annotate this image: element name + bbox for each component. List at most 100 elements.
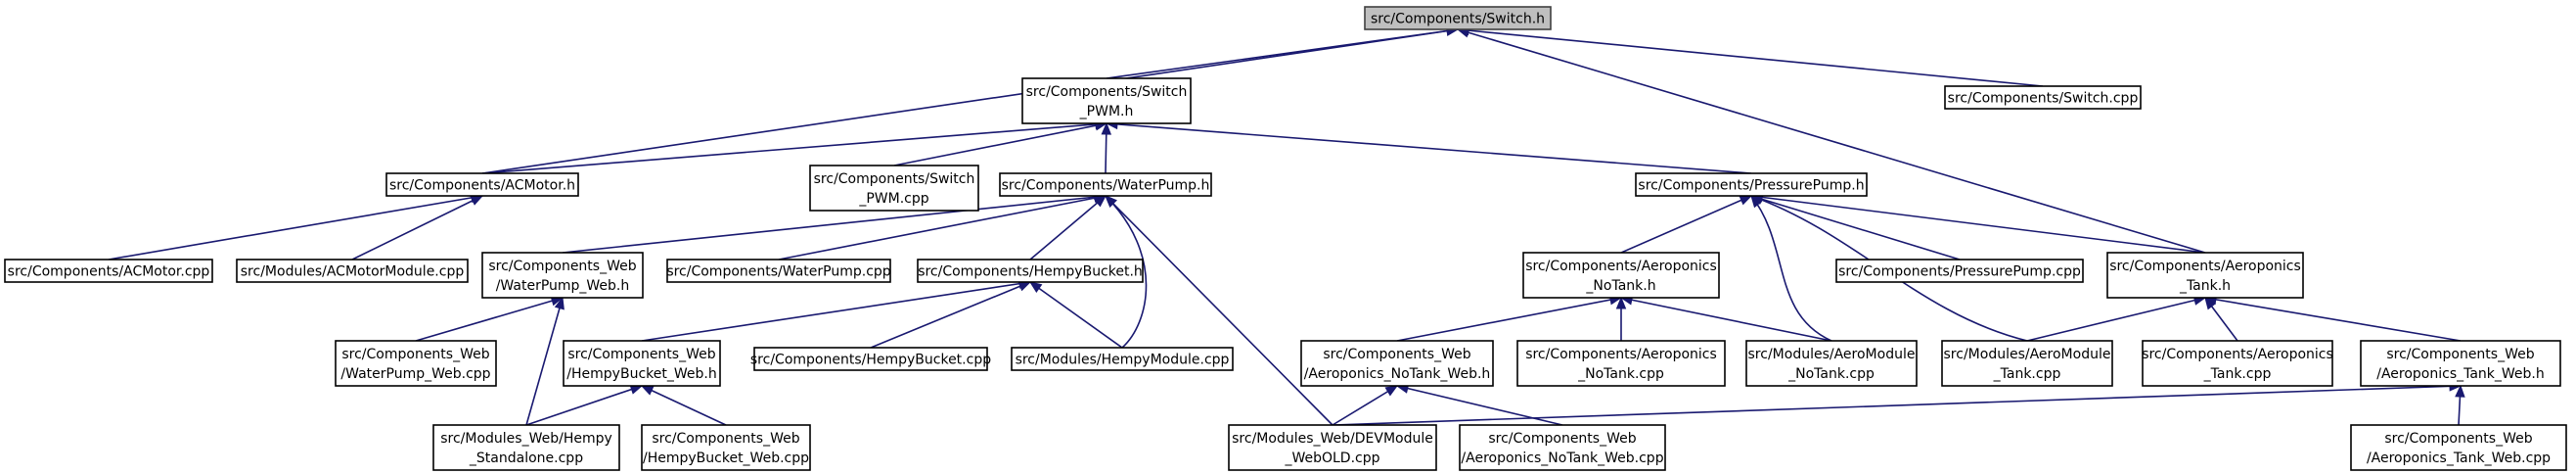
node-label-line: src/Components_Web xyxy=(488,259,636,274)
node-hempybucket-cpp[interactable]: src/Components/HempyBucket.cpp xyxy=(750,347,991,371)
node-label-line: /WaterPump_Web.h xyxy=(496,278,630,294)
edge-waterpump-web-cpp-to-waterpump-web-h xyxy=(415,297,564,342)
edge-aero-notank-web-h-to-aero-notank-h xyxy=(1396,297,1622,342)
node-box xyxy=(999,172,1212,197)
node-switch-h[interactable]: src/Components/Switch.h xyxy=(1364,6,1552,30)
node-waterpump-cpp[interactable]: src/Components/WaterPump.cpp xyxy=(666,259,891,283)
node-label-line: _Tank.h xyxy=(2179,278,2231,294)
edge-hempybucket-web-cpp-to-hempybucket-web-h-arrowhead xyxy=(640,385,655,396)
edge-devmodule-webold-cpp-to-waterpump-h-arrowhead xyxy=(1105,195,1117,208)
node-acmotor-cpp[interactable]: src/Components/ACMotor.cpp xyxy=(4,259,213,283)
node-box xyxy=(1021,77,1192,124)
node-label-line: src/Components_Web xyxy=(341,347,489,362)
node-aero-tank-web-cpp[interactable]: src/Components_Web/Aeroponics_Tank_Web.c… xyxy=(2350,424,2567,471)
node-aero-notank-h[interactable]: src/Components/Aeroponics_NoTank.h xyxy=(1522,252,1720,299)
node-box xyxy=(917,259,1144,283)
node-label-line: /HempyBucket_Web.h xyxy=(566,366,716,382)
node-label-line: /Aeroponics_NoTank_Web.h xyxy=(1304,366,1491,382)
node-acmotor-h[interactable]: src/Components/ACMotor.h xyxy=(385,172,579,197)
node-label-line: _PWM.cpp xyxy=(858,191,928,207)
node-label-line: src/Modules/HempyModule.cpp xyxy=(1016,353,1230,368)
node-label-line: src/Modules/AeroModule xyxy=(1944,347,2111,362)
node-box xyxy=(1745,340,1918,387)
node-label-line: src/Modules_Web/DEVModule xyxy=(1232,431,1433,447)
node-aeromodule-tank-cpp[interactable]: src/Modules/AeroModule _Tank.cpp xyxy=(1941,340,2113,387)
edge-hempymodule-cpp-to-hempybucket-h xyxy=(1029,281,1123,349)
node-hempybucket-web-h[interactable]: src/Components_Web/HempyBucket_Web.h xyxy=(563,340,721,387)
node-acmotormodule-cpp[interactable]: src/Modules/ACMotorModule.cpp xyxy=(236,259,469,283)
node-aero-notank-web-h[interactable]: src/Components_Web/Aeroponics_NoTank_Web… xyxy=(1300,340,1494,387)
node-label-line: src/Components_Web xyxy=(652,431,799,447)
node-box xyxy=(236,259,469,283)
node-label-line: src/Components/Switch.cpp xyxy=(1948,91,2139,107)
node-label-line: _Tank.cpp xyxy=(1993,366,2061,382)
node-box xyxy=(481,252,644,299)
node-label-line: src/Components/Aeroponics xyxy=(1525,347,1717,362)
node-box xyxy=(753,347,988,371)
edge-aero-tank-h-to-pressurepump-h xyxy=(1750,195,2206,254)
node-hempymodule-cpp[interactable]: src/Modules/HempyModule.cpp xyxy=(1011,347,1234,371)
node-devmodule-webold-cpp[interactable]: src/Modules_Web/DEVModule_WebOLD.cpp xyxy=(1228,424,1437,471)
edge-aeromodule-tank-cpp-to-aero-tank-h xyxy=(2026,297,2206,342)
edge-hempy-standalone-cpp-to-waterpump-web-h xyxy=(525,297,564,426)
edge-aero-tank-web-h-to-aero-tank-h xyxy=(2204,297,2462,342)
node-label-line: src/Components/Aeroponics xyxy=(1525,259,1717,274)
edge-aero-tank-web-cpp-to-aero-tank-web-h-arrowhead xyxy=(2455,384,2465,398)
node-label-line: src/Components/Switch xyxy=(814,171,975,187)
node-label-line: /HempyBucket_Web.cpp xyxy=(643,450,809,466)
node-box xyxy=(2350,424,2567,471)
node-hempy-standalone-cpp[interactable]: src/Modules_Web/Hempy_Standalone.cpp xyxy=(432,424,620,471)
node-pressurepump-h[interactable]: src/Components/PressurePump.h xyxy=(1635,172,1868,197)
node-label-line: src/Components_Web xyxy=(1323,347,1470,362)
node-waterpump-web-h[interactable]: src/Components_Web/WaterPump_Web.h xyxy=(481,252,644,299)
node-switch-pwm-h[interactable]: src/Components/Switch _PWM.h xyxy=(1021,77,1192,124)
node-label-line: src/Components/HempyBucket.cpp xyxy=(750,353,991,368)
node-label-line: _NoTank.cpp xyxy=(1787,366,1875,382)
node-label-line: src/Modules_Web/Hempy xyxy=(440,431,612,447)
node-box xyxy=(641,424,811,471)
node-label-line: src/Components_Web xyxy=(2386,347,2534,362)
node-label-line: /Aeroponics_NoTank_Web.cpp xyxy=(1461,450,1663,466)
node-label-line: _Tank.cpp xyxy=(2203,366,2272,382)
node-pressurepump-cpp[interactable]: src/Components/PressurePump.cpp xyxy=(1835,259,2084,283)
edge-acmotor-h-to-switch-h xyxy=(481,28,1459,174)
edge-waterpump-web-h-to-waterpump-h xyxy=(562,195,1107,254)
node-aero-notank-cpp[interactable]: src/Components/Aeroponics _NoTank.cpp xyxy=(1516,340,1726,387)
node-label-line: src/Components/PressurePump.cpp xyxy=(1838,264,2081,280)
edge-waterpump-h-to-switch-pwm-h-arrowhead xyxy=(1101,121,1112,135)
node-switch-pwm-cpp[interactable]: src/Components/Switch _PWM.cpp xyxy=(809,165,979,212)
edge-hempybucket-cpp-to-hempybucket-h-arrowhead xyxy=(1017,281,1032,292)
edge-pressurepump-cpp-to-pressurepump-h xyxy=(1750,195,1961,261)
node-hempybucket-web-cpp[interactable]: src/Components_Web/HempyBucket_Web.cpp xyxy=(641,424,811,471)
edge-hempybucket-h-to-waterpump-h-arrowhead xyxy=(1093,195,1107,208)
node-aero-tank-web-h[interactable]: src/Components_Web/Aeroponics_Tank_Web.h xyxy=(2360,340,2561,387)
node-label-line: src/Components_Web xyxy=(2384,431,2532,447)
node-label-line: /WaterPump_Web.cpp xyxy=(340,366,490,382)
node-box xyxy=(1516,340,1726,387)
edge-devmodule-webold-cpp-to-aero-notank-web-h-arrowhead xyxy=(1384,385,1399,397)
node-label-line: src/Modules/AeroModule xyxy=(1748,347,1916,362)
node-hempybucket-h[interactable]: src/Components/HempyBucket.h xyxy=(917,259,1144,283)
node-aero-notank-web-cpp[interactable]: src/Components_Web/Aeroponics_NoTank_Web… xyxy=(1459,424,1666,471)
node-box xyxy=(1459,424,1666,471)
node-aero-tank-h[interactable]: src/Components/Aeroponics_Tank.h xyxy=(2106,252,2304,299)
node-box xyxy=(432,424,620,471)
edge-acmotormodule-cpp-to-acmotor-h xyxy=(351,195,483,261)
edge-acmotor-h-to-switch-pwm-h xyxy=(481,122,1107,174)
edge-acmotor-cpp-to-acmotor-h xyxy=(108,195,483,261)
node-aeromodule-notank-cpp[interactable]: src/Modules/AeroModule _NoTank.cpp xyxy=(1745,340,1918,387)
node-aero-tank-cpp[interactable]: src/Components/Aeroponics_Tank.cpp xyxy=(2142,340,2333,387)
node-switch-cpp[interactable]: src/Components/Switch.cpp xyxy=(1944,85,2142,110)
edge-devmodule-webold-cpp-to-waterpump-h xyxy=(1105,195,1333,426)
edge-switch-pwm-cpp-to-switch-pwm-h xyxy=(893,122,1107,166)
edge-waterpump-cpp-to-waterpump-h xyxy=(778,195,1107,261)
node-box xyxy=(1300,340,1494,387)
node-box xyxy=(2142,340,2333,387)
node-waterpump-h[interactable]: src/Components/WaterPump.h xyxy=(999,172,1212,197)
node-label-line: _NoTank.cpp xyxy=(1577,366,1664,382)
node-label-line: _PWM.h xyxy=(1079,104,1134,119)
edge-aeromodule-notank-cpp-to-pressurepump-h xyxy=(1750,195,1832,342)
node-box xyxy=(4,259,213,283)
node-waterpump-web-cpp[interactable]: src/Components_Web/WaterPump_Web.cpp xyxy=(335,340,497,387)
node-label-line: src/Components/Switch xyxy=(1026,84,1188,100)
